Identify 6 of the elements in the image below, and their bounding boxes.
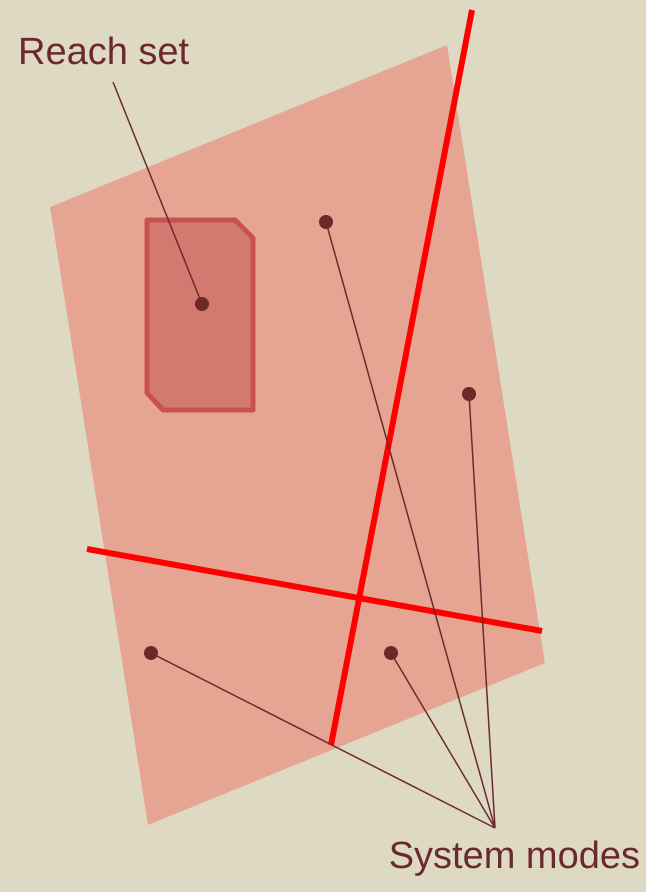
leader-line <box>156 656 496 829</box>
leader-line <box>112 82 200 298</box>
leader-line <box>394 658 496 828</box>
leader-line <box>468 400 496 828</box>
callout-label: System modes <box>380 828 640 884</box>
callout-label: Reach set <box>18 22 218 82</box>
